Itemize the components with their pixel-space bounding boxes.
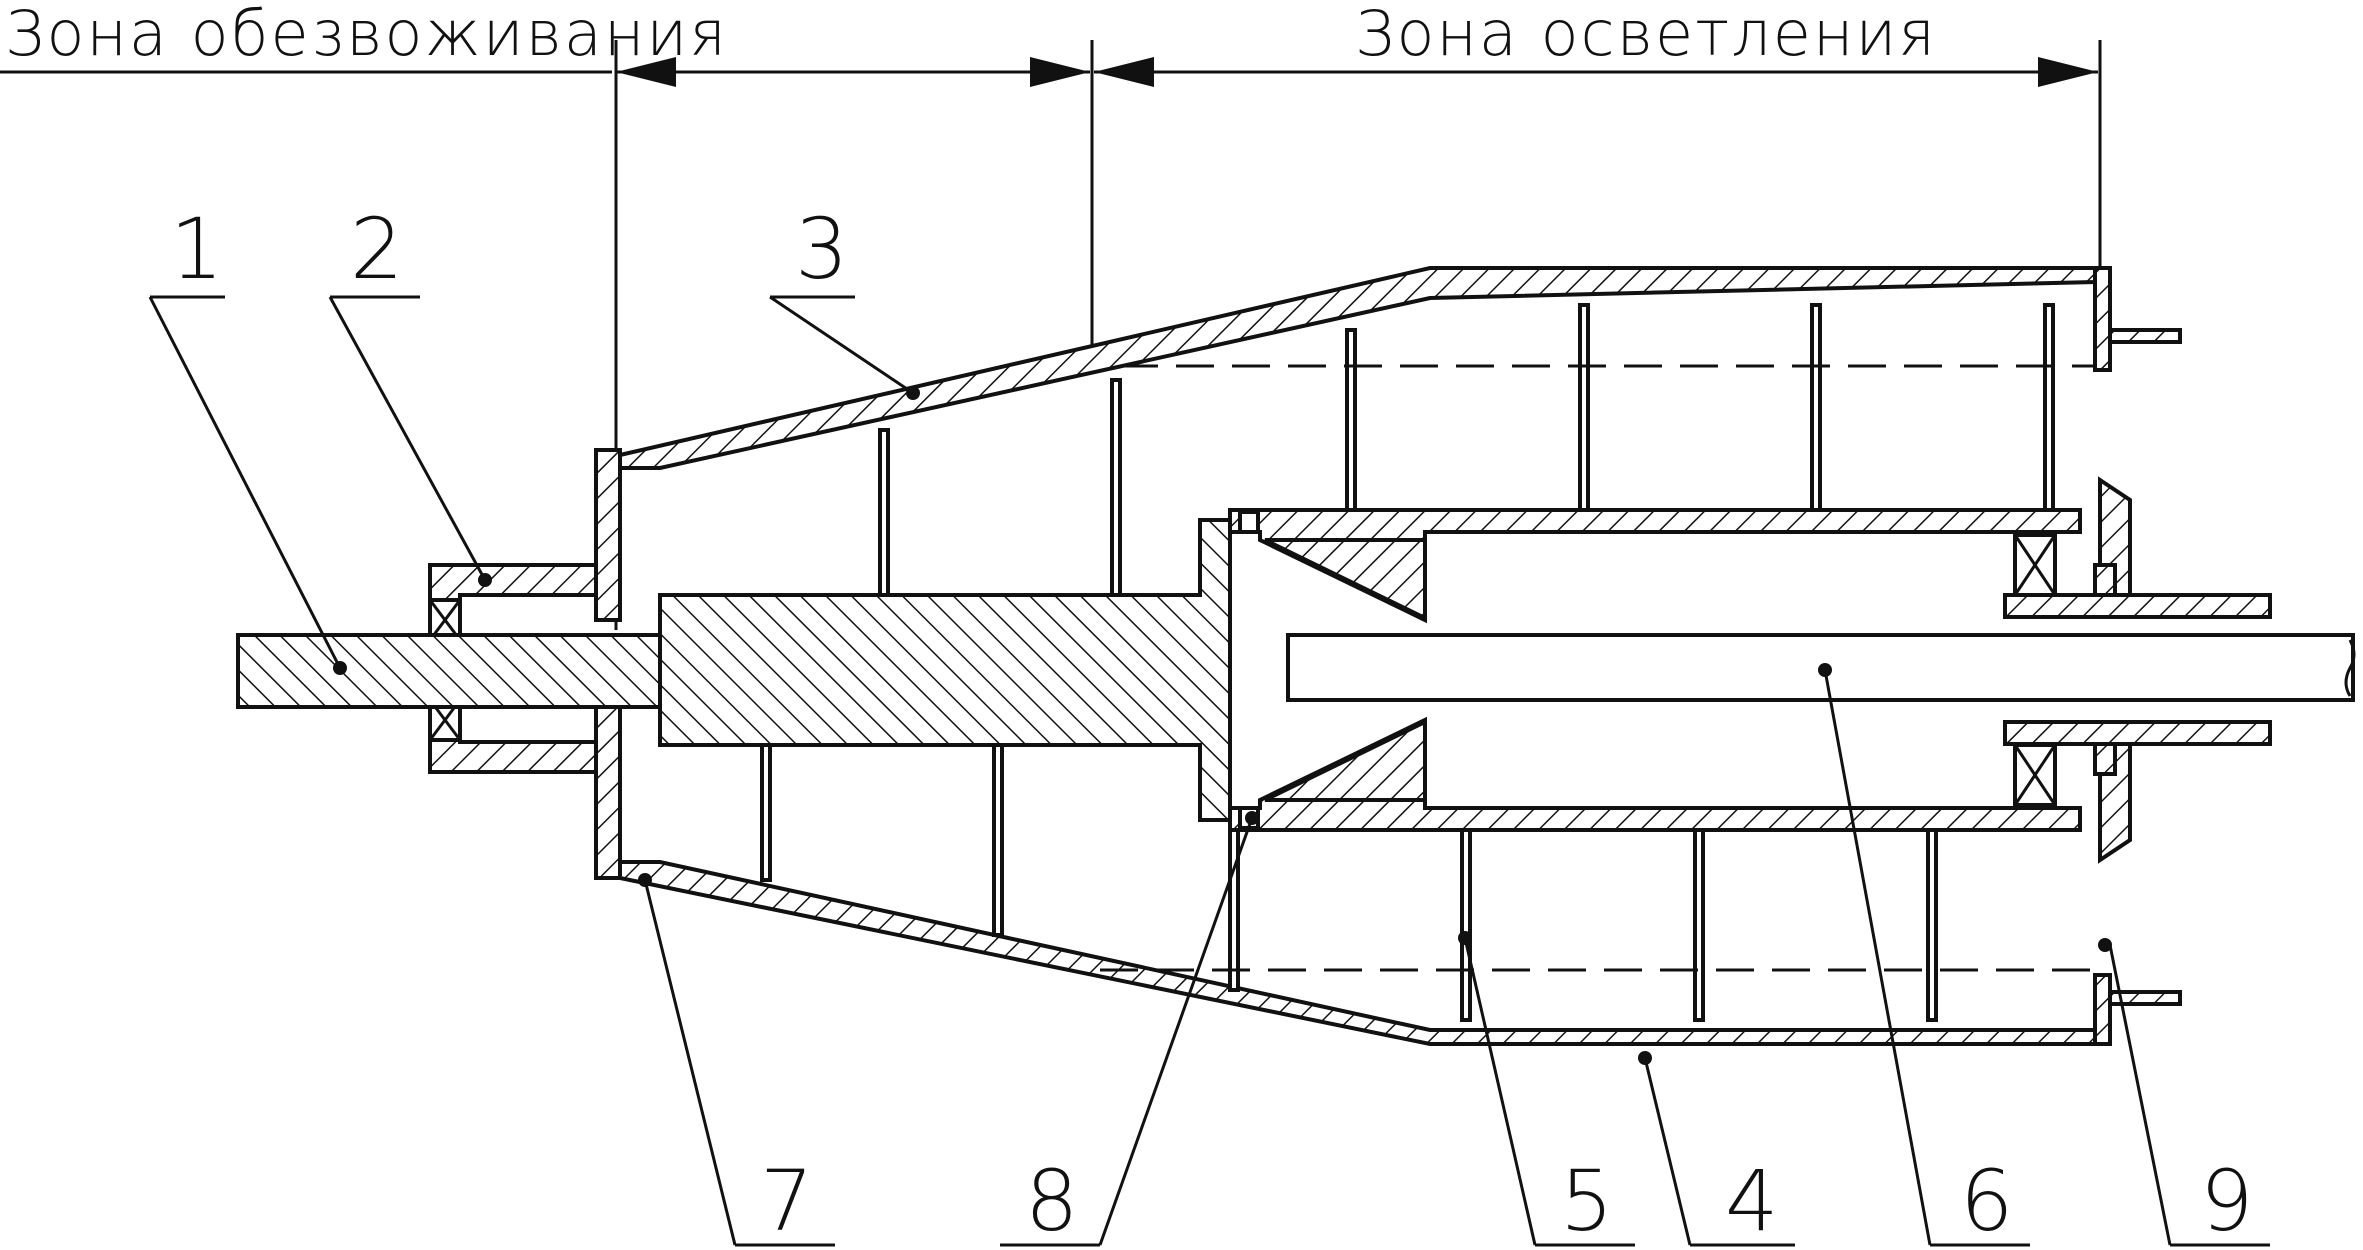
flight xyxy=(1810,303,1822,522)
callout-2: 2 xyxy=(350,200,403,298)
pulley-hub-top xyxy=(2093,563,2117,597)
flight xyxy=(760,743,772,882)
distributor-cone-bottom xyxy=(1264,718,1427,802)
callout-3: 3 xyxy=(795,200,848,298)
flight xyxy=(1228,818,1240,992)
zone-dimensions: Зона обезвоживания Зона осветления xyxy=(0,0,2102,630)
zone-dewatering-label: Зона обезвоживания xyxy=(5,0,728,70)
flight xyxy=(1926,818,1938,1022)
bowl-right-flange-top xyxy=(2108,328,2182,344)
flight xyxy=(1578,303,1590,522)
bowl-right-flange-bottom xyxy=(2108,990,2182,1006)
pulley-hub-bottom xyxy=(2093,742,2117,776)
screw-flights xyxy=(760,303,2055,1022)
callout-7: 7 xyxy=(760,1152,813,1250)
zone-clarification-label: Зона осветления xyxy=(1355,0,1937,70)
hub-right-top xyxy=(2003,593,2272,619)
flight xyxy=(1345,328,1357,522)
bowl-lower-cone xyxy=(618,860,2097,1046)
seal-top xyxy=(1238,510,1260,534)
callout-6: 6 xyxy=(1960,1152,2013,1250)
callout-8: 8 xyxy=(1025,1152,1078,1250)
feed-tube-break xyxy=(2344,639,2356,697)
flight xyxy=(992,743,1004,937)
callout-5: 5 xyxy=(1560,1152,1613,1250)
screw-shaft xyxy=(236,518,1232,822)
bowl-left-wall-bottom xyxy=(578,678,622,880)
trunnion-top xyxy=(428,563,598,602)
flight xyxy=(2043,303,2055,522)
callout-4: 4 xyxy=(1725,1152,1778,1250)
trunnion-bottom xyxy=(428,738,598,774)
flight xyxy=(1460,818,1472,1022)
flight xyxy=(878,428,890,597)
callouts: 1 2 3 7 8 5 4 6 xyxy=(148,200,2270,1250)
left-trunnion xyxy=(428,563,598,774)
right-drive xyxy=(2003,476,2272,864)
bowl-right-lip-bottom xyxy=(2093,973,2112,1046)
hub-right-bottom xyxy=(2003,720,2272,746)
bowl-right-lip-top xyxy=(2093,266,2112,372)
callout-1: 1 xyxy=(170,200,223,298)
bowl-upper-cone xyxy=(618,266,2097,470)
callout-9: 9 xyxy=(2200,1152,2253,1250)
distributor-cone-top xyxy=(1264,538,1427,622)
flight xyxy=(1693,818,1705,1022)
flight xyxy=(1110,378,1122,597)
screw-hub xyxy=(658,518,1232,822)
